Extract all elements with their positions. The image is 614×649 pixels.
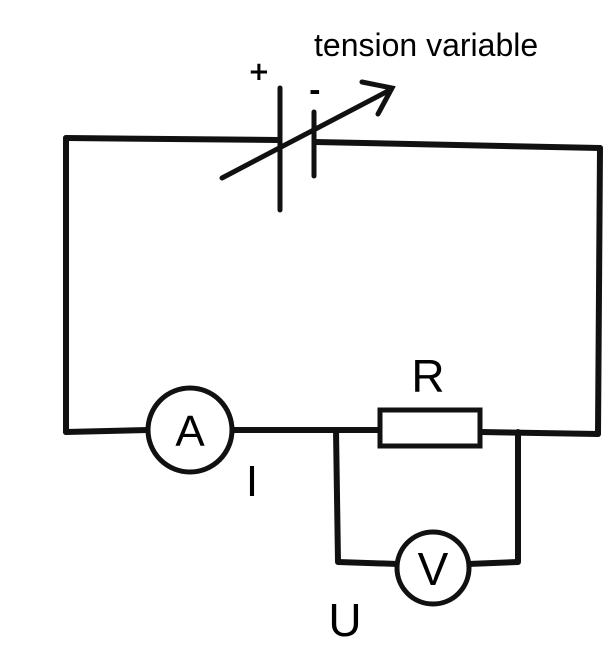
wire-bottom-right xyxy=(477,429,601,437)
variable-battery-symbol xyxy=(219,79,396,213)
resistor xyxy=(377,407,483,449)
voltmeter-branch-right xyxy=(465,429,521,567)
voltage-label: U xyxy=(328,594,361,646)
wire-bottom-left xyxy=(63,427,151,435)
ammeter: A xyxy=(145,385,235,475)
current-label: I xyxy=(246,457,258,506)
wire-top-left xyxy=(63,135,281,143)
variable-arrow-head xyxy=(359,79,396,117)
voltmeter-symbol: V xyxy=(418,543,449,595)
variable-arrow-shaft xyxy=(219,87,393,181)
ammeter-symbol: A xyxy=(175,407,205,456)
wire-right xyxy=(595,145,603,437)
voltmeter-branch-left xyxy=(333,427,401,567)
wire-top-right xyxy=(312,139,603,151)
plus-sign: + xyxy=(248,57,270,87)
voltmeter: V xyxy=(394,529,472,607)
minus-sign: - xyxy=(309,74,321,107)
resistor-label: R xyxy=(411,350,444,402)
supply-label: tension variable xyxy=(314,27,538,63)
voltmeter-circle xyxy=(394,529,472,607)
ammeter-circle xyxy=(145,385,235,475)
